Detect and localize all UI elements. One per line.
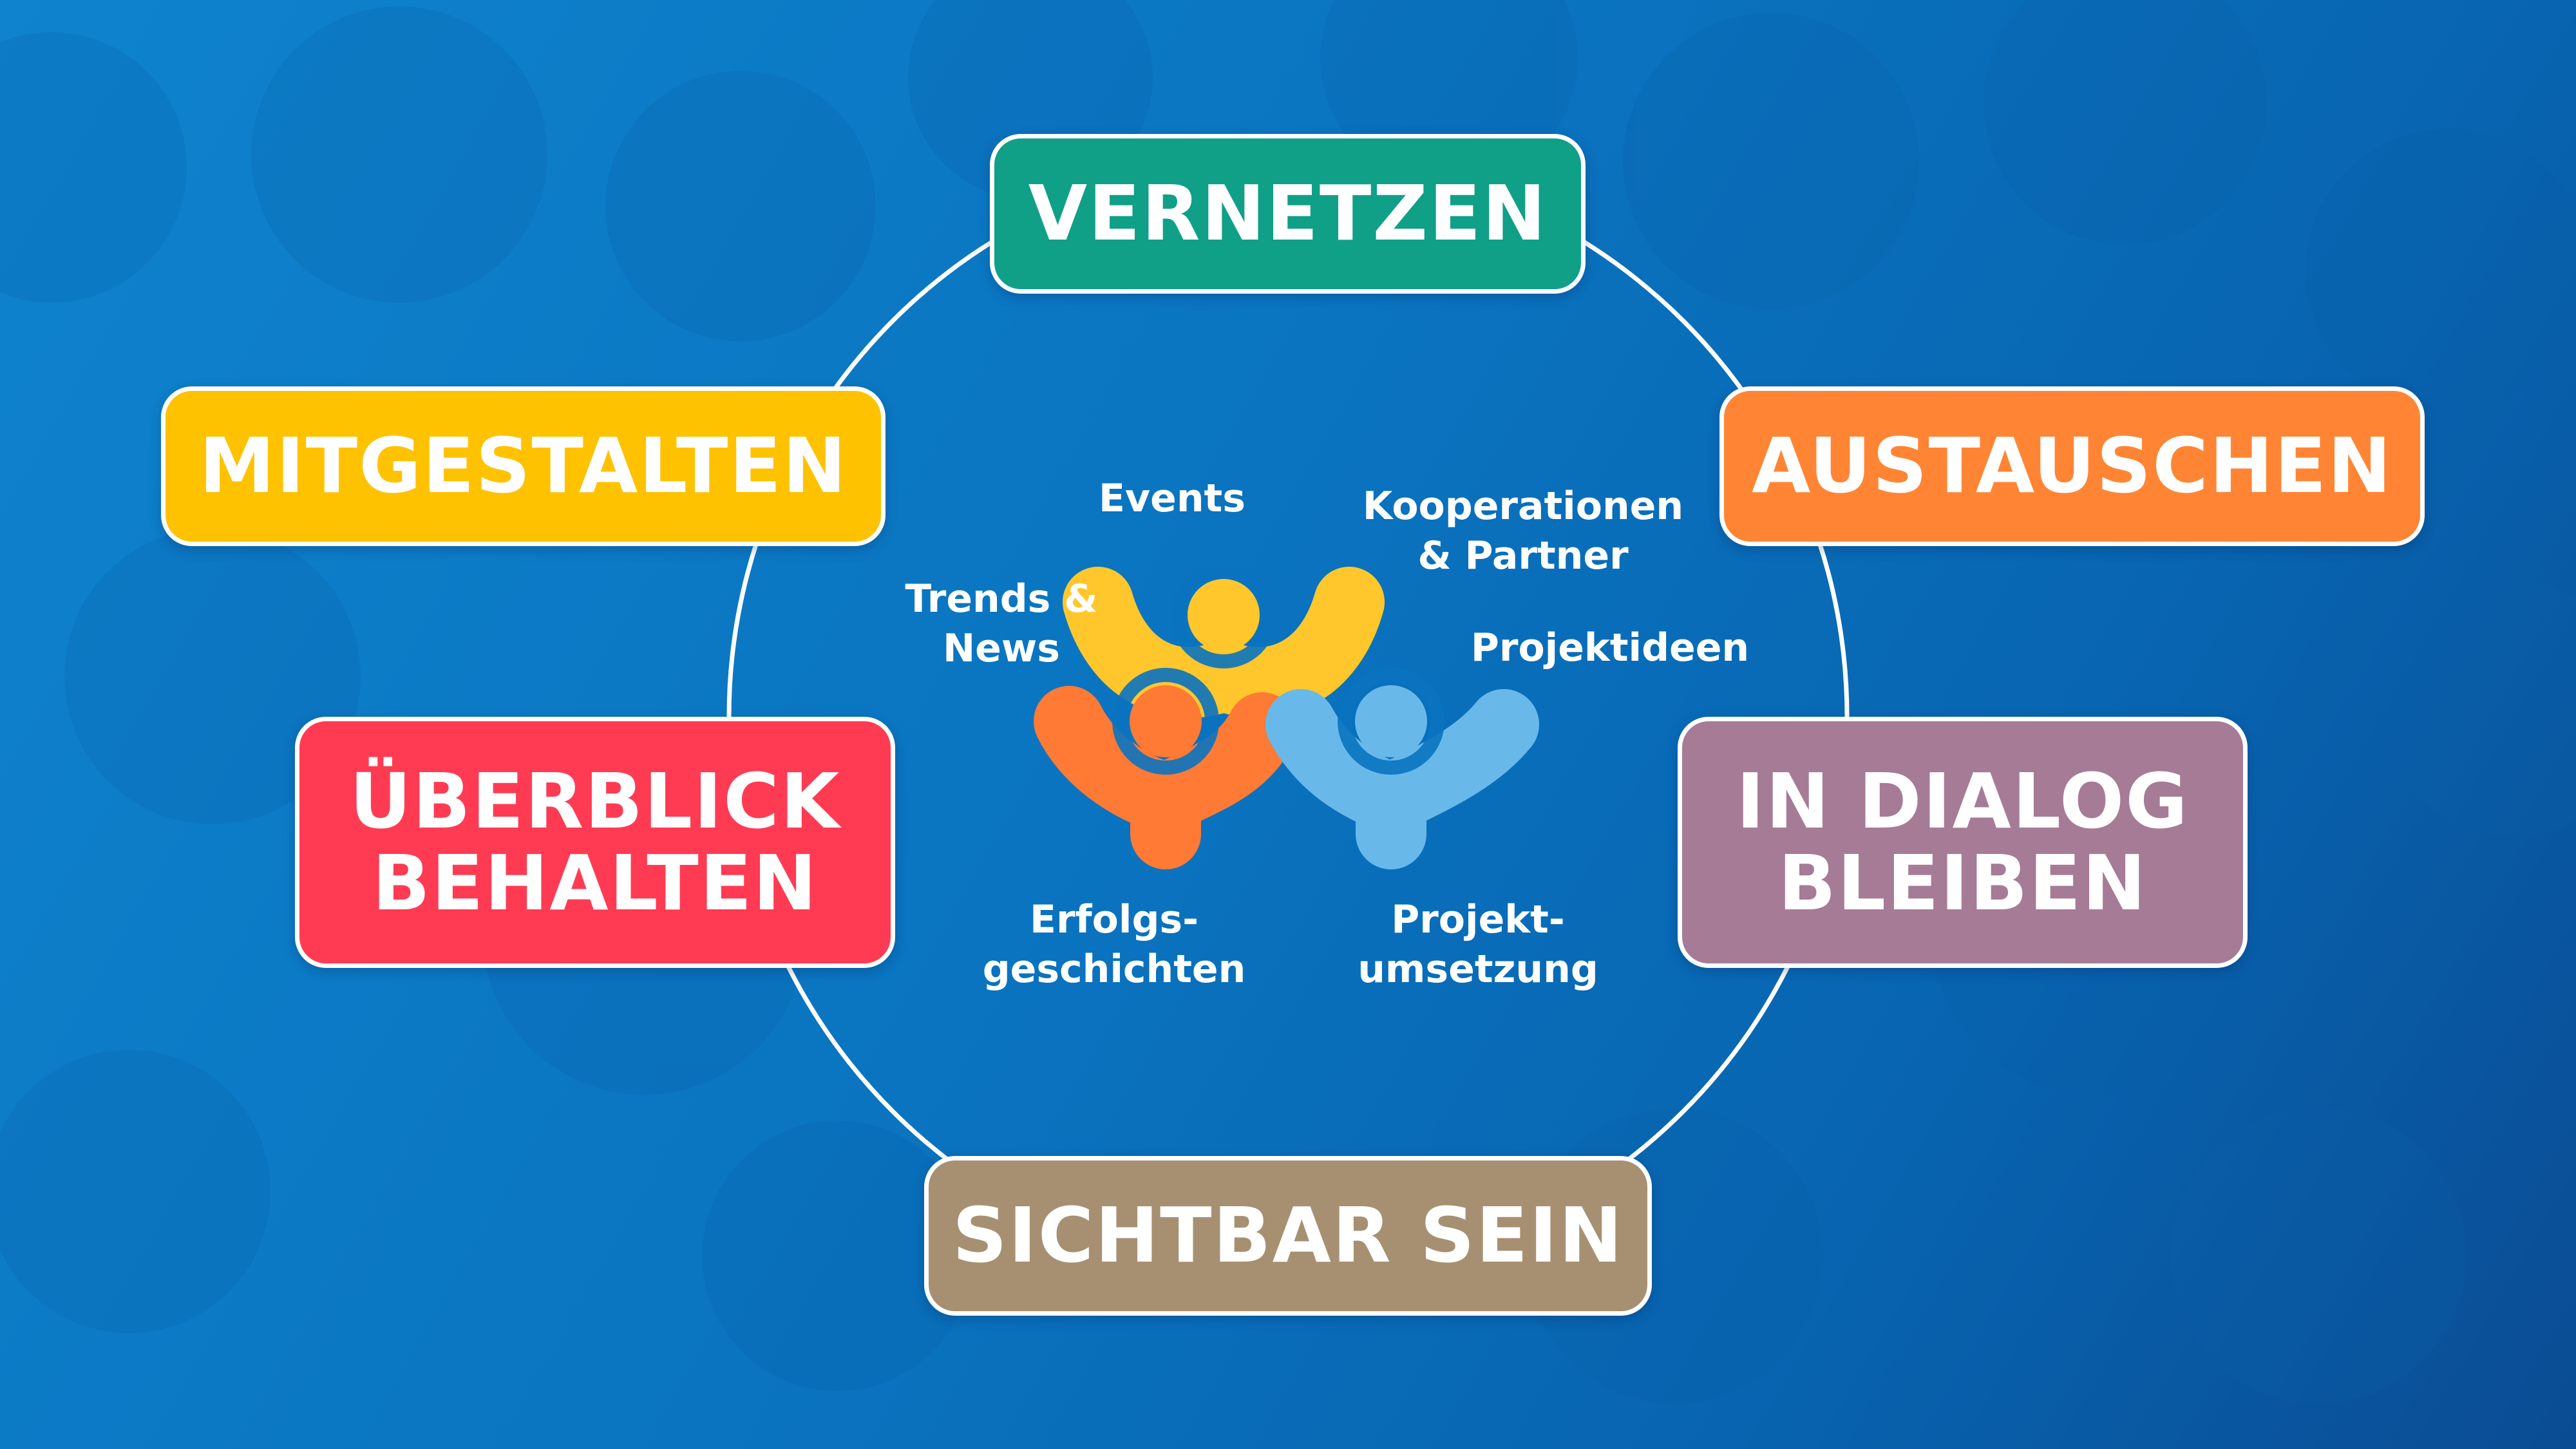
community-logo-icon — [1034, 567, 1539, 869]
label-mitgestalten: MITGESTALTEN — [161, 386, 886, 546]
topic-erfolgsgeschichten: Erfolgs- geschichten — [982, 897, 1246, 992]
label-vernetzen: VERNETZEN — [990, 134, 1586, 294]
label-sichtbar-sein: SICHTBAR SEIN — [924, 1156, 1652, 1316]
label-austauschen: AUSTAUSCHEN — [1719, 386, 2425, 546]
topic-events: Events — [1099, 476, 1245, 521]
label-ueberblick-behalten: ÜBERBLICK BEHALTEN — [295, 717, 895, 968]
logo-yellow-figure — [1063, 567, 1385, 718]
topic-trends-news: Trends & News — [905, 576, 1098, 671]
logo-light-blue-figure — [1265, 685, 1539, 869]
label-in-dialog-bleiben: IN DIALOG BLEIBEN — [1678, 717, 2248, 968]
topic-projektideen: Projektideen — [1470, 625, 1750, 670]
topic-kooperationen-partner: Kooperationen & Partner — [1362, 484, 1684, 578]
topic-projektumsetzung: Projekt- umsetzung — [1358, 897, 1598, 992]
logo-orange-figure — [1034, 685, 1298, 869]
